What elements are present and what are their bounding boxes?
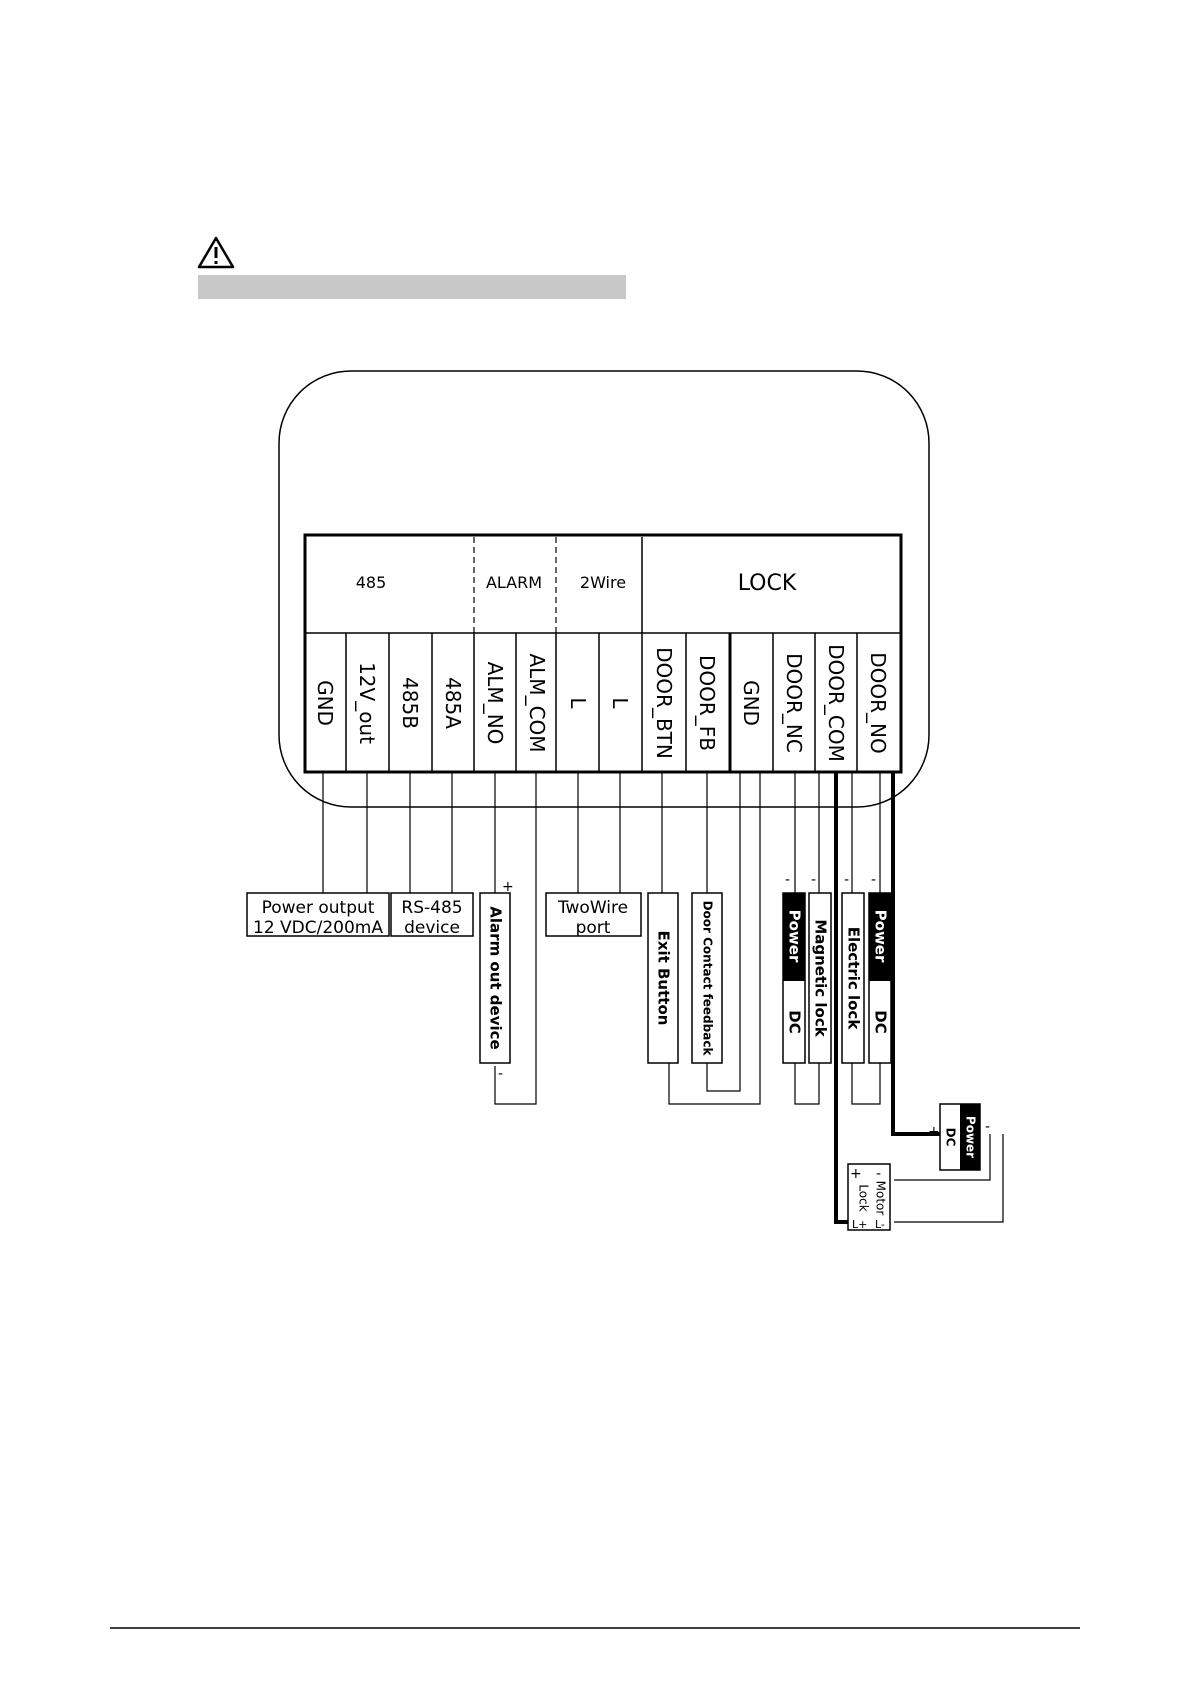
- terminal-block: [303, 533, 903, 774]
- terminal-label: 485B: [398, 677, 422, 729]
- thick-wires: [834, 772, 940, 1224]
- alarm-out-device: Alarm out device + -: [479, 879, 514, 1082]
- twowire-port-device: TwoWire port: [545, 892, 642, 938]
- terminal-label: DOOR_NC: [782, 653, 806, 753]
- dc-label: DC: [872, 1010, 890, 1033]
- terminal-label: ALM_NO: [483, 662, 507, 745]
- minus-sign: -: [871, 872, 876, 888]
- motor-lock-device: Motor Lock L- L+ + -: [847, 1163, 891, 1231]
- minus-sign: -: [844, 872, 849, 888]
- magnetic-lock-label: Magnetic lock: [812, 919, 830, 1037]
- power-output-label-1: Power output: [262, 898, 375, 918]
- device-housing: [278, 370, 930, 808]
- motor-label: Motor: [874, 1181, 888, 1216]
- terminal-label: L: [608, 697, 632, 709]
- power-output-device: Power output 12 VDC/200mA: [246, 892, 390, 938]
- rs485-label-2: device: [404, 918, 460, 938]
- terminal-label: GND: [313, 680, 337, 726]
- power-label: Power: [964, 1116, 978, 1158]
- minus-sign: -: [876, 1166, 881, 1182]
- plus-sign: +: [850, 1166, 862, 1182]
- alarm-plus-sign: +: [502, 879, 514, 895]
- terminal-label: 12V_out: [355, 662, 379, 744]
- twowire-label-2: port: [576, 918, 611, 938]
- lock-label: Lock: [857, 1184, 871, 1211]
- terminal-label: DOOR_BTN: [652, 647, 676, 759]
- section-2wire-label: 2Wire: [580, 573, 626, 592]
- door-contact-label: Door Contact feedback: [701, 901, 715, 1057]
- redacted-bar: [198, 275, 626, 299]
- door-contact-device: Door Contact feedback: [691, 892, 723, 1064]
- motor-lminus-label: L-: [875, 1218, 885, 1231]
- rs485-label-1: RS-485: [401, 898, 462, 918]
- electric-lock-label: Electric lock: [845, 927, 863, 1031]
- section-alarm-label: ALARM: [486, 573, 542, 592]
- terminal-label: 485A: [441, 677, 465, 729]
- warning-triangle-icon: [197, 236, 235, 269]
- minus-sign: -: [985, 1119, 990, 1135]
- twowire-label-1: TwoWire: [557, 898, 628, 918]
- power-supply-1: Power DC -: [782, 872, 806, 1064]
- section-lock-label: LOCK: [738, 571, 797, 596]
- power-output-label-2: 12 VDC/200mA: [253, 918, 383, 938]
- alarm-minus-sign: -: [498, 1066, 503, 1082]
- power-label: Power: [872, 910, 890, 963]
- power-label: Power: [786, 910, 804, 963]
- exit-button-device: Exit Button: [647, 892, 679, 1064]
- wires: [322, 772, 1004, 1223]
- minus-sign: -: [811, 872, 816, 888]
- electric-lock-device: Electric lock -: [841, 872, 865, 1064]
- motor-lplus-label: L+: [852, 1218, 867, 1231]
- terminal-label: L: [566, 697, 590, 709]
- plus-sign: +: [928, 1124, 940, 1140]
- power-supply-3: Power DC + -: [928, 1103, 990, 1171]
- minus-sign: -: [785, 872, 790, 888]
- power-supply-2: Power DC -: [868, 872, 892, 1064]
- rs485-device: RS-485 device: [390, 892, 474, 938]
- terminal-label: GND: [739, 680, 763, 726]
- alarm-out-label: Alarm out device: [487, 906, 505, 1049]
- dc-label: DC: [944, 1128, 958, 1147]
- dc-label: DC: [786, 1010, 804, 1033]
- terminal-label: DOOR_NO: [866, 652, 890, 753]
- terminal-label: ALM_COM: [525, 653, 549, 752]
- exit-button-label: Exit Button: [655, 931, 673, 1026]
- terminal-label: DOOR_FB: [695, 655, 719, 751]
- section-485-label: 485: [356, 573, 387, 592]
- terminal-label: DOOR_COM: [824, 644, 848, 762]
- magnetic-lock-device: Magnetic lock -: [808, 872, 832, 1064]
